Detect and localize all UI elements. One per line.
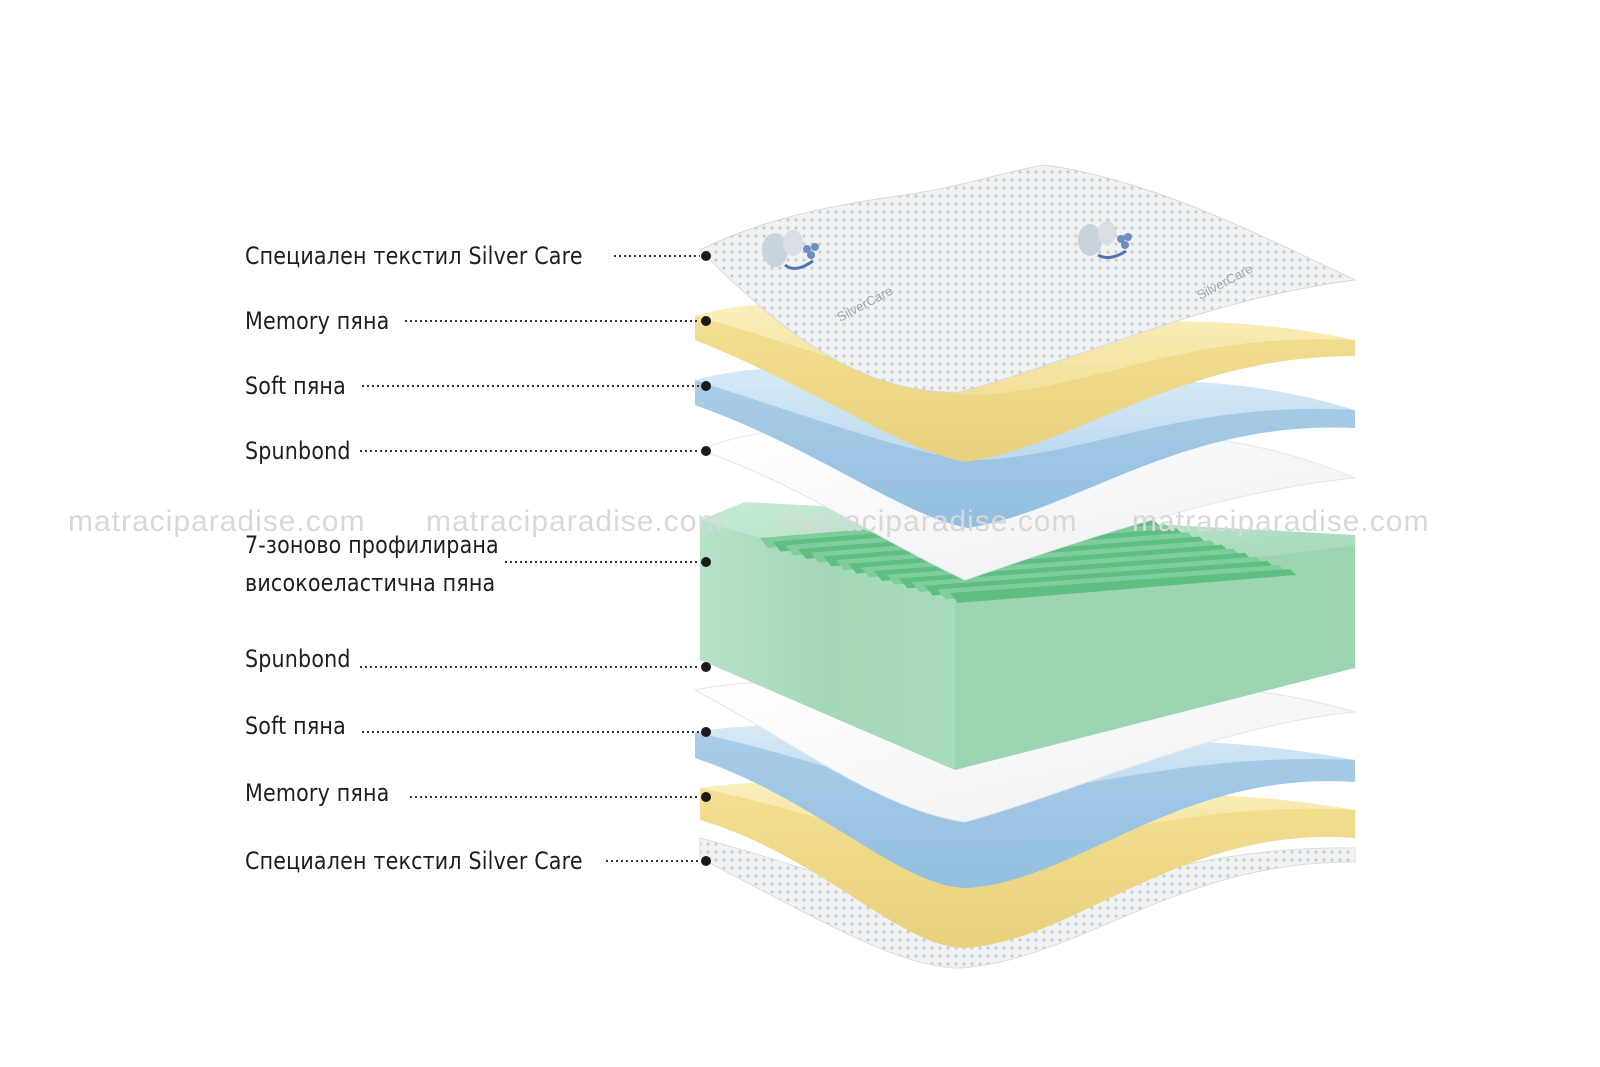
watermark-text: matraciparadise.com xyxy=(780,505,1078,538)
layer-label-top-memory-foam: Memory пяна xyxy=(245,307,390,335)
leader-lines xyxy=(360,255,700,862)
silvercare-logo-icon xyxy=(762,230,819,270)
leader-dot-2 xyxy=(701,316,711,326)
foam-groove xyxy=(950,569,1296,603)
leader-dots xyxy=(701,251,711,866)
layer-label-bottom-spunbond: Spunbond xyxy=(245,645,351,673)
layer-label-top-spunbond: Spunbond xyxy=(245,437,351,465)
layer-label-bottom-soft-foam: Soft пяна xyxy=(245,712,346,740)
leader-dot-3 xyxy=(701,381,711,391)
leader-dot-1 xyxy=(701,251,711,261)
layer-label-top-soft-foam: Soft пяна xyxy=(245,372,346,400)
top-textile-layer: SilverCare SilverCare xyxy=(699,164,1357,393)
layer-label-bottom-textile: Специален текстил Silver Care xyxy=(245,847,583,875)
leader-dot-5 xyxy=(701,557,711,567)
layer-label-top-textile: Специален текстил Silver Care xyxy=(245,242,583,270)
watermark-text: matraciparadise.com xyxy=(426,505,724,538)
layer-label-hr-foam-line1: 7-зоново профилирана xyxy=(245,531,499,559)
leader-dot-8 xyxy=(701,792,711,802)
leader-dot-9 xyxy=(701,856,711,866)
leader-dot-6 xyxy=(701,662,711,672)
leader-dot-4 xyxy=(701,446,711,456)
layer-label-hr-foam-line2: високоеластична пяна xyxy=(245,569,496,597)
watermark-text: matraciparadise.com xyxy=(1132,505,1430,538)
leader-dot-7 xyxy=(701,727,711,737)
watermark-text: matraciparadise.com xyxy=(68,505,366,538)
layer-label-bottom-memory-foam: Memory пяна xyxy=(245,779,390,807)
silvercare-logo-icon xyxy=(1078,221,1132,259)
